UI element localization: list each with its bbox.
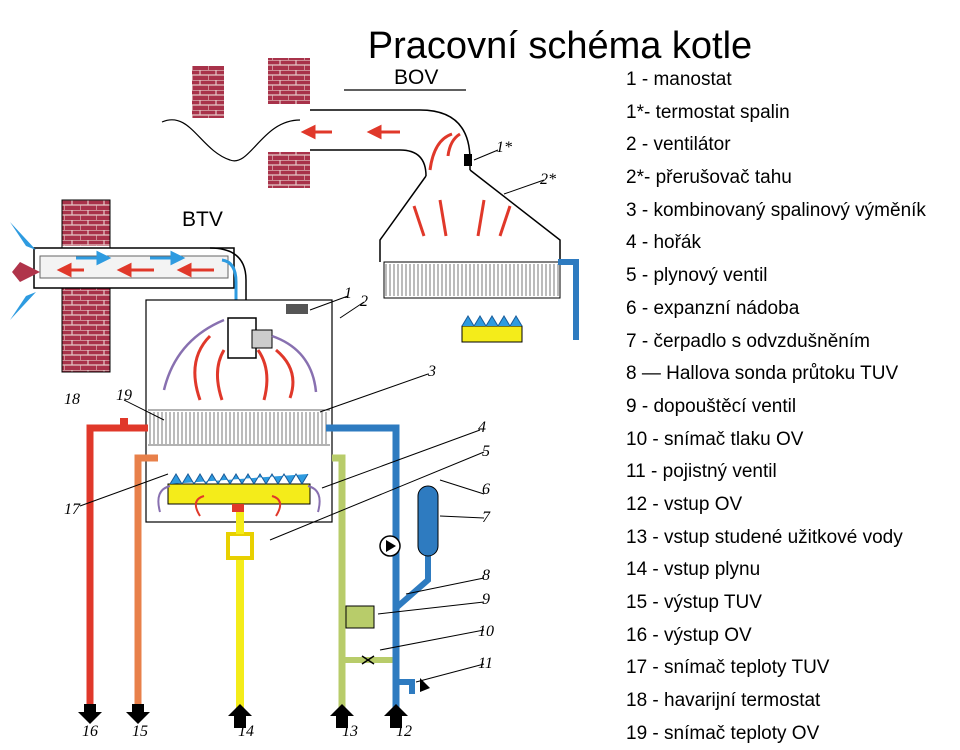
legend-item: 7 - čerpadlo s odvzdušněním bbox=[626, 330, 870, 352]
legend-item: 18 - havarijní termostat bbox=[626, 690, 821, 712]
legend-item: 4 - hořák bbox=[626, 232, 701, 254]
label-1s: 1* bbox=[496, 139, 512, 156]
label-10: 10 bbox=[478, 623, 494, 640]
pipe-gas bbox=[226, 504, 254, 712]
heat-exchanger-fins bbox=[149, 412, 327, 444]
label-14: 14 bbox=[238, 723, 254, 740]
pipe-ov-outlet bbox=[86, 418, 148, 712]
label-7: 7 bbox=[482, 509, 491, 526]
expansion-tank bbox=[417, 485, 439, 557]
legend-item: 6 - expanzní nádoba bbox=[626, 297, 800, 319]
legend-item: 14 - vstup plynu bbox=[626, 559, 761, 581]
legend-item: 16 - výstup OV bbox=[626, 624, 752, 646]
draft-hood-bov bbox=[300, 89, 579, 343]
label-17: 17 bbox=[64, 501, 81, 518]
label-bov: BOV bbox=[394, 66, 438, 89]
label-11: 11 bbox=[478, 655, 493, 672]
legend-item: 1*- termostat spalin bbox=[626, 101, 790, 123]
label-19: 19 bbox=[116, 387, 132, 404]
leader-lines bbox=[79, 149, 545, 683]
burner bbox=[167, 483, 311, 505]
boiler-casing bbox=[145, 299, 333, 523]
label-13: 13 bbox=[342, 723, 358, 740]
label-btv: BTV bbox=[182, 208, 223, 231]
label-5: 5 bbox=[482, 443, 490, 460]
label-9: 9 bbox=[482, 591, 490, 608]
legend-item: 17 - snímač teploty TUV bbox=[626, 657, 830, 679]
legend-item: 1 - manostat bbox=[626, 69, 732, 90]
label-12: 12 bbox=[396, 723, 412, 740]
label-16: 16 bbox=[82, 723, 98, 740]
legend-item: 2 - ventilátor bbox=[626, 134, 731, 156]
label-4: 4 bbox=[478, 419, 486, 436]
legend-item: 11 - pojistný ventil bbox=[626, 461, 777, 483]
legend-item: 3 - kombinovaný spalinový výměník bbox=[626, 199, 926, 221]
legend-item: 19 - snímač teploty OV bbox=[626, 722, 820, 744]
boiler-diagram: BOV BTV 1* 2* 1 2 3 4 5 6 7 8 9 10 11 12… bbox=[10, 58, 579, 740]
label-18: 18 bbox=[64, 391, 80, 408]
pipe-ov-return bbox=[326, 424, 439, 712]
legend-list: 1 - manostat 1*- termostat spalin 2 - ve… bbox=[626, 64, 960, 750]
page-title: Pracovní schéma kotle bbox=[367, 25, 753, 68]
label-3: 3 bbox=[427, 363, 436, 380]
legend-item: 2*- přerušovač tahu bbox=[626, 167, 792, 189]
legend-item: 10 - snímač tlaku OV bbox=[626, 428, 804, 450]
legend-item: 9 - dopouštěcí ventil bbox=[626, 395, 797, 417]
label-15: 15 bbox=[132, 723, 148, 740]
legend-item: 13 - vstup studené užitkové vody bbox=[626, 526, 903, 548]
pipe-cold-inlet bbox=[332, 454, 398, 712]
legend-item: 8 — Hallova sonda průtoku TUV bbox=[626, 363, 899, 385]
label-2: 2 bbox=[360, 293, 368, 310]
legend-item: 5 - plynový ventil bbox=[626, 265, 768, 287]
coaxial-flue-btv bbox=[10, 222, 247, 320]
legend-item: 12 - vstup OV bbox=[626, 493, 743, 515]
label-1: 1 bbox=[344, 285, 352, 302]
label-2s: 2* bbox=[540, 171, 556, 188]
bottom-connection-arrows bbox=[78, 704, 408, 728]
legend-item: 15 - výstup TUV bbox=[626, 592, 762, 613]
label-6: 6 bbox=[482, 481, 490, 498]
label-8: 8 bbox=[482, 567, 490, 584]
wall bbox=[61, 58, 310, 373]
pipe-tuv-outlet bbox=[134, 454, 158, 712]
